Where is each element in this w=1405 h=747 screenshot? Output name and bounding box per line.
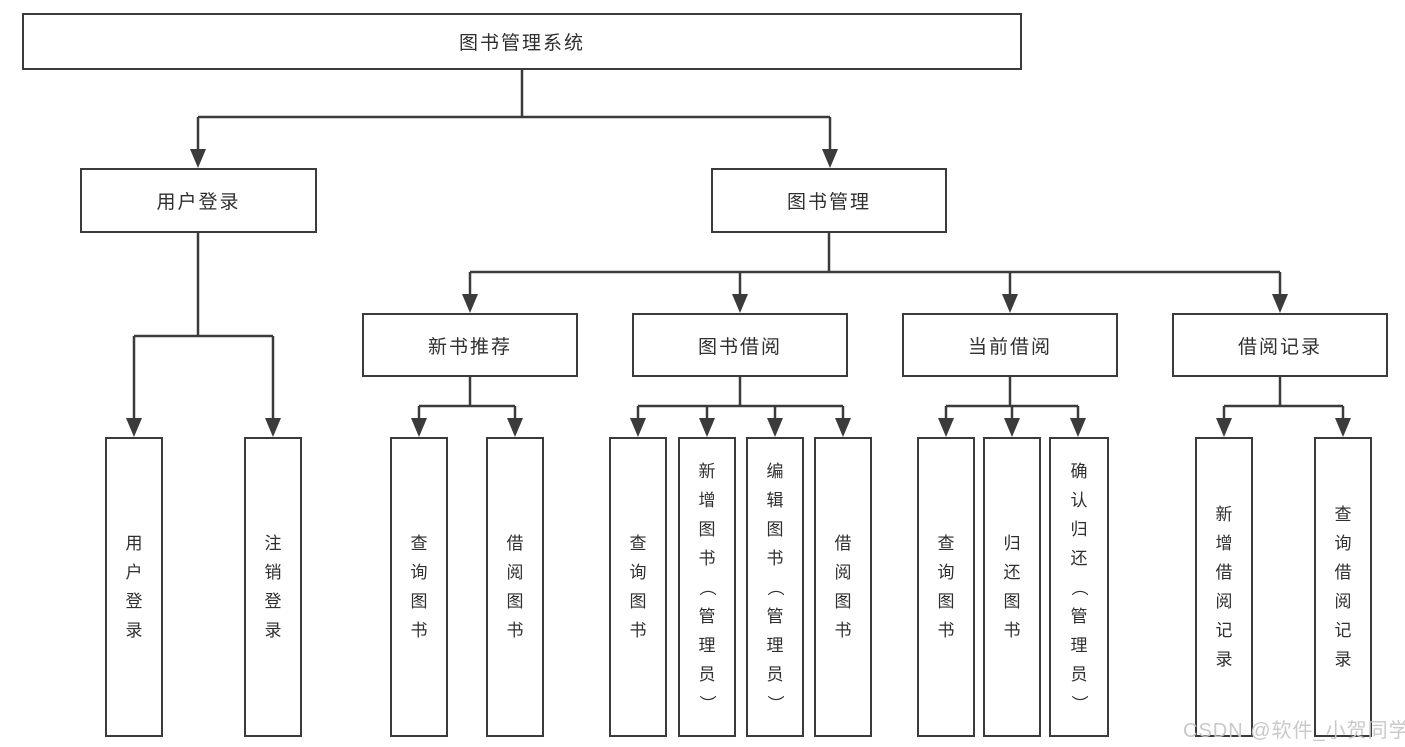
node-bb-add-book-admin: 新增图书（管理员） (678, 437, 736, 737)
arrowhead-bb-borrow-book (835, 418, 851, 437)
node-book-borrow: 图书借阅 (632, 313, 848, 377)
node-cb-return-book: 归还图书 (983, 437, 1041, 737)
node-book-management: 图书管理 (711, 168, 947, 233)
node-br-add-record: 新增借阅记录 (1195, 437, 1253, 737)
node-user-login: 用户登录 (80, 168, 317, 233)
node-br-query-record: 查询借阅记录 (1314, 437, 1372, 737)
node-rec-query-book: 查询图书 (390, 437, 448, 737)
node-cb-query-book: 查询图书 (917, 437, 975, 737)
arrowhead-book-management (822, 149, 838, 168)
arrowhead-cb-confirm-return (1070, 418, 1086, 437)
node-leaf-logout: 注销登录 (244, 437, 302, 737)
arrowhead-br-query-record (1335, 418, 1351, 437)
connector-root-to-level2 (196, 70, 832, 150)
arrowhead-bb-edit-book (767, 418, 783, 437)
arrowhead-bb-query-book (630, 418, 646, 437)
node-rec-borrow-book: 借阅图书 (486, 437, 544, 737)
arrowhead-book-borrow (732, 294, 748, 313)
connector-current-borrow-children (944, 377, 1080, 420)
node-leaf-user-login: 用户登录 (105, 437, 163, 737)
node-cb-confirm-return-admin: 确认归还（管理员） (1049, 437, 1109, 737)
node-new-book-recommend: 新书推荐 (362, 313, 578, 377)
arrowhead-br-add-record (1216, 418, 1232, 437)
arrowhead-rec-query-book (411, 418, 427, 437)
arrowhead-leaf-logout (265, 418, 281, 437)
connector-book-borrow-children (636, 377, 845, 420)
node-bb-query-book: 查询图书 (609, 437, 667, 737)
arrowhead-new-book-recommend (462, 294, 478, 313)
connector-user-login-children (132, 233, 275, 420)
arrowhead-user-login (190, 149, 206, 168)
arrowhead-rec-borrow-book (507, 418, 523, 437)
arrowhead-leaf-user-login (126, 418, 142, 437)
arrowhead-current-borrow (1002, 294, 1018, 313)
connector-book-management-children (468, 233, 1282, 296)
arrowhead-bb-add-book (699, 418, 715, 437)
node-bb-edit-book-admin: 编辑图书（管理员） (746, 437, 804, 737)
node-borrow-records: 借阅记录 (1172, 313, 1388, 377)
connector-new-book-recommend-children (417, 377, 517, 420)
node-current-borrow: 当前借阅 (902, 313, 1118, 377)
connector-borrow-records-children (1222, 377, 1345, 420)
arrowhead-cb-return-book (1004, 418, 1020, 437)
arrowhead-cb-query-book (938, 418, 954, 437)
arrowhead-borrow-records (1272, 294, 1288, 313)
watermark-text: CSDN @软件_小贺同学 (1183, 720, 1405, 742)
node-bb-borrow-book: 借阅图书 (814, 437, 872, 737)
node-library-management-system: 图书管理系统 (22, 13, 1022, 70)
